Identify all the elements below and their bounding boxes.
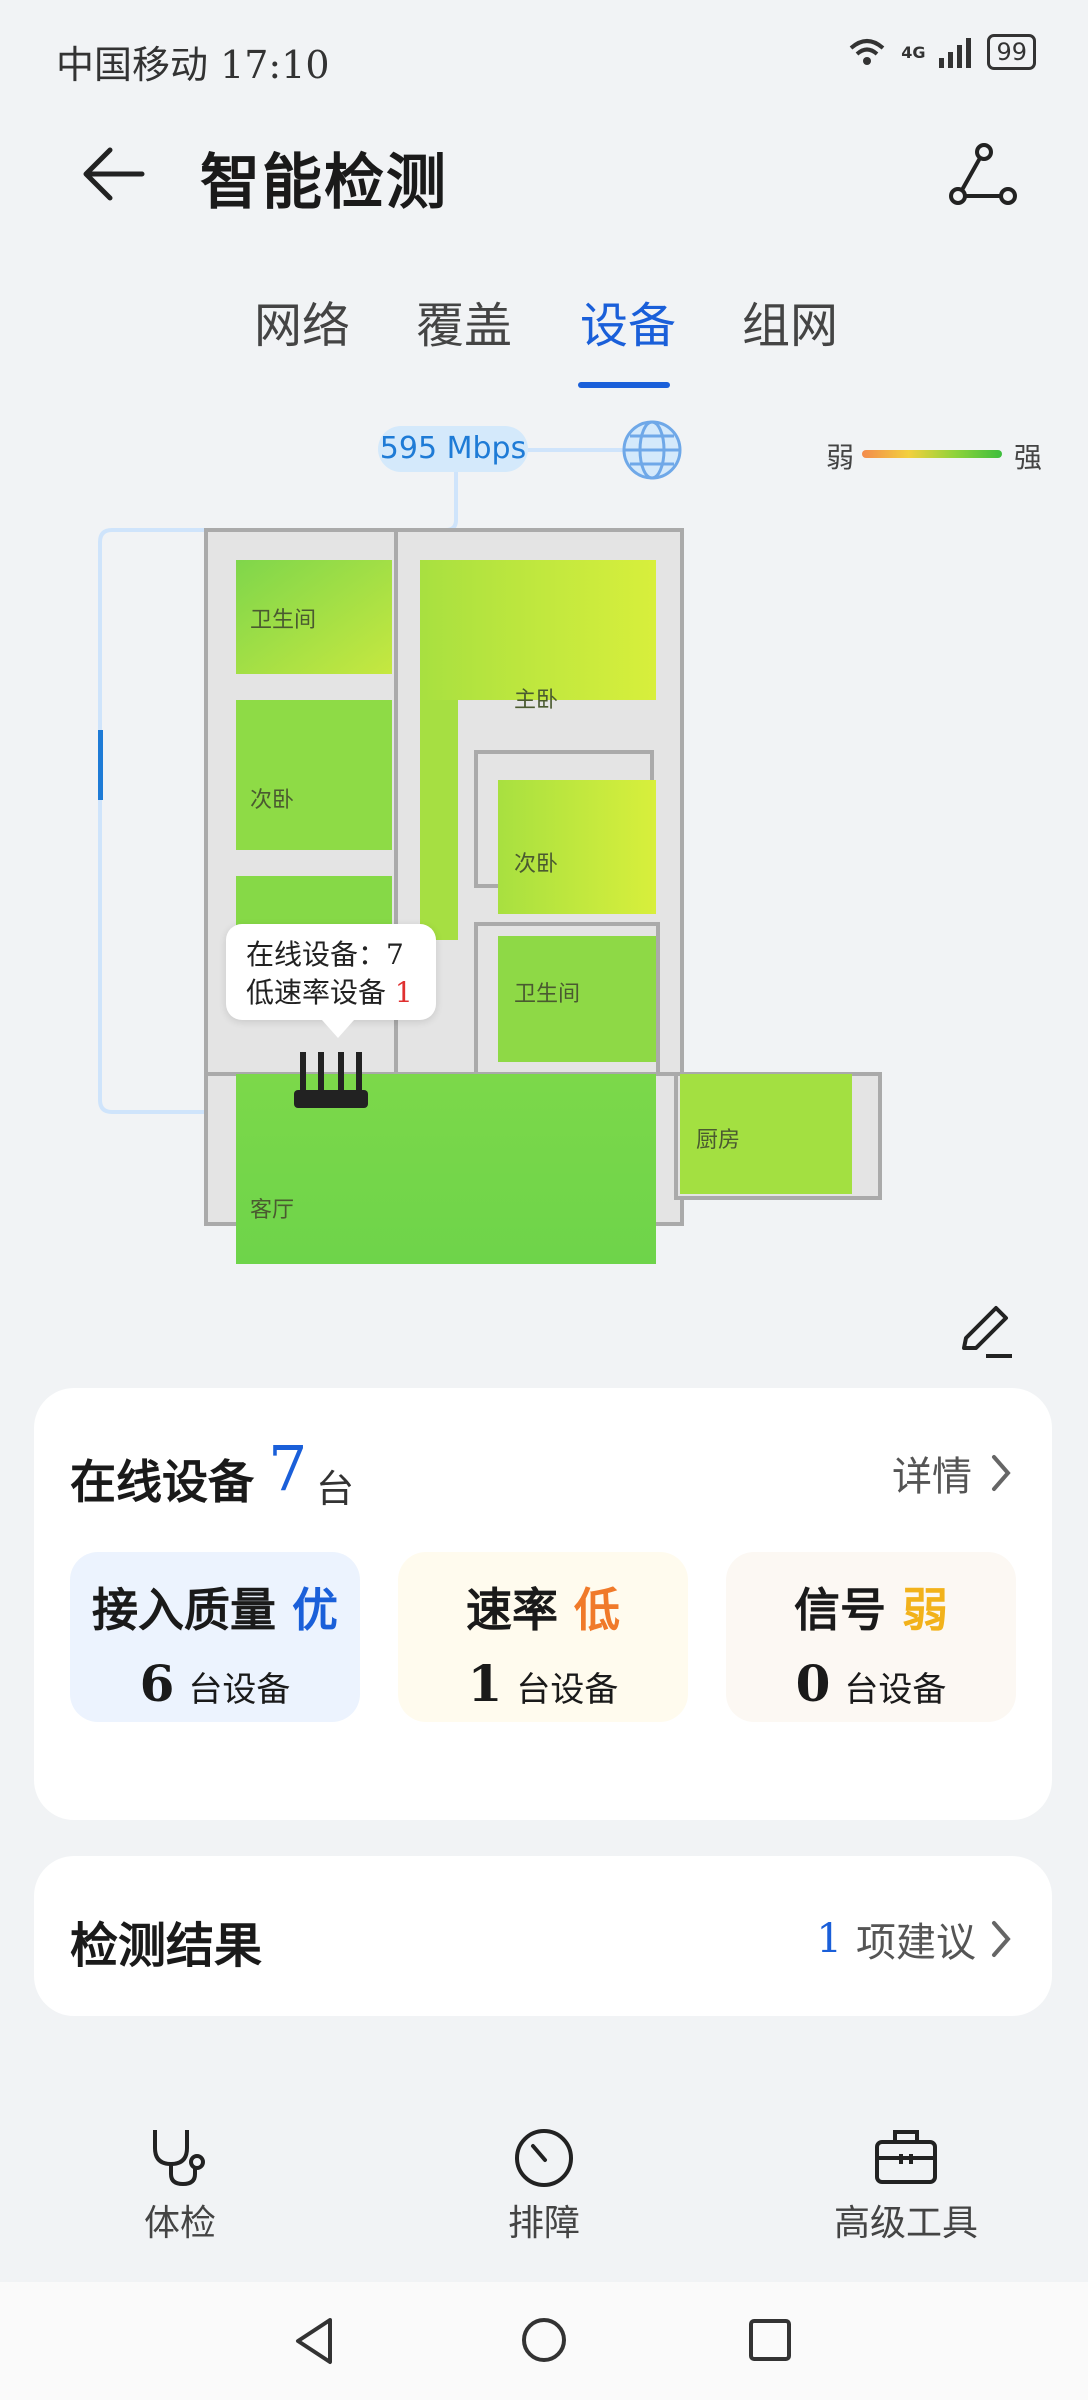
wifi-icon [849, 39, 885, 65]
system-home-icon[interactable] [520, 2316, 568, 2364]
nav-label: 排障 [507, 2203, 580, 2244]
toolbox-icon [875, 2130, 937, 2184]
status-icons: 4G 99 [847, 34, 1036, 70]
pencil-icon[interactable] [956, 1300, 1016, 1360]
room-label: 厨房 [696, 1128, 741, 1153]
online-devices-title: 在线设备 [70, 1455, 254, 1509]
stat-grade: 弱 [902, 1583, 948, 1637]
online-devices-count: 7 [268, 1432, 308, 1505]
room-label: 次卧 [250, 788, 295, 813]
stat-label: 接入质量 [91, 1583, 276, 1637]
speed-badge[interactable]: 595 Mbps [378, 426, 528, 472]
network-type-label: 4G [901, 42, 926, 62]
tooltip-online-value: 7 [386, 938, 404, 971]
legend-weak-label: 弱 [826, 441, 855, 474]
page-title: 智能检测 [200, 148, 448, 218]
detection-results-card[interactable]: 检测结果 1 项建议 [34, 1856, 1052, 2016]
stat-label: 速率 [465, 1583, 558, 1637]
room-label: 客厅 [250, 1198, 295, 1223]
stat-grade: 优 [292, 1583, 338, 1637]
room-label: 卫生间 [250, 608, 317, 633]
stat-grade: 低 [574, 1583, 620, 1637]
stat-label: 信号 [793, 1583, 886, 1637]
results-suggestions[interactable]: 1 项建议 [817, 1910, 1012, 1968]
tooltip-low-label: 低速率设备 [246, 976, 387, 1009]
carrier-time: 中国移动 17:10 [56, 43, 330, 87]
arrow-left-icon[interactable] [76, 138, 148, 210]
tab-devices[interactable]: 设备 [580, 298, 677, 354]
stat-speed[interactable]: 速率 低 1 台设备 [398, 1552, 688, 1722]
nav-label: 高级工具 [833, 2203, 978, 2244]
details-label: 详情 [892, 1454, 972, 1500]
active-tab-indicator [578, 382, 670, 388]
nav-label: 体检 [143, 2203, 216, 2244]
suggestion-count: 1 [816, 1916, 842, 1962]
online-devices-card: 在线设备 7 台 详情 接入质量 优 6 台设备 速率 低 1 台设备 信号 弱 0… [34, 1388, 1052, 1820]
globe-icon [622, 420, 682, 480]
topology-icon[interactable] [946, 140, 1018, 212]
room-label: 主卧 [514, 688, 559, 713]
tooltip-online-label: 在线设备： [246, 938, 387, 971]
chevron-right-icon [992, 1455, 1011, 1491]
chevron-right-icon [992, 1921, 1011, 1957]
signal-legend-bar [862, 450, 1002, 458]
floor-plan [98, 420, 882, 1264]
router-tooltip[interactable]: 在线设备：7 低速率设备 1 [226, 924, 436, 1038]
system-navigation-bar [0, 2282, 1088, 2400]
stat-signal[interactable]: 信号 弱 0 台设备 [726, 1552, 1016, 1722]
stat-count: 6 [139, 1654, 175, 1713]
stethoscope-icon [153, 2130, 205, 2187]
tab-network[interactable]: 网络 [254, 298, 351, 354]
stat-unit: 台设备 [844, 1670, 947, 1710]
stat-access-quality[interactable]: 接入质量 优 6 台设备 [70, 1552, 360, 1722]
stat-unit: 台设备 [516, 1670, 619, 1710]
system-recents-icon[interactable] [748, 2318, 792, 2362]
nav-troubleshoot[interactable]: 排障 [444, 2124, 644, 2246]
tab-bar: 网络 覆盖 设备 组网 [230, 286, 870, 388]
results-title: 检测结果 [70, 1918, 263, 1974]
details-link[interactable]: 详情 [892, 1444, 1012, 1502]
tab-mesh[interactable]: 组网 [742, 298, 839, 354]
stat-count: 0 [795, 1654, 831, 1713]
online-devices-unit: 台 [316, 1467, 355, 1511]
cell-signal-icon [939, 38, 972, 68]
tooltip-low-value: 1 [394, 976, 413, 1009]
nav-checkup[interactable]: 体检 [80, 2124, 280, 2246]
nav-advanced-tools[interactable]: 高级工具 [806, 2124, 1006, 2246]
room-label: 次卧 [514, 852, 559, 877]
legend-strong-label: 强 [1014, 441, 1043, 474]
gauge-icon [515, 2129, 573, 2187]
router-icon [294, 1052, 368, 1108]
stat-unit: 台设备 [188, 1670, 291, 1710]
status-bar: 中国移动 17:10 4G 99 [0, 0, 1088, 110]
room-label: 卫生间 [514, 982, 581, 1007]
battery-icon: 99 [987, 34, 1036, 70]
tab-coverage[interactable]: 覆盖 [416, 298, 513, 354]
suggestion-suffix: 项建议 [856, 1920, 976, 1966]
stat-count: 1 [467, 1654, 503, 1713]
system-back-icon[interactable] [292, 2316, 336, 2366]
